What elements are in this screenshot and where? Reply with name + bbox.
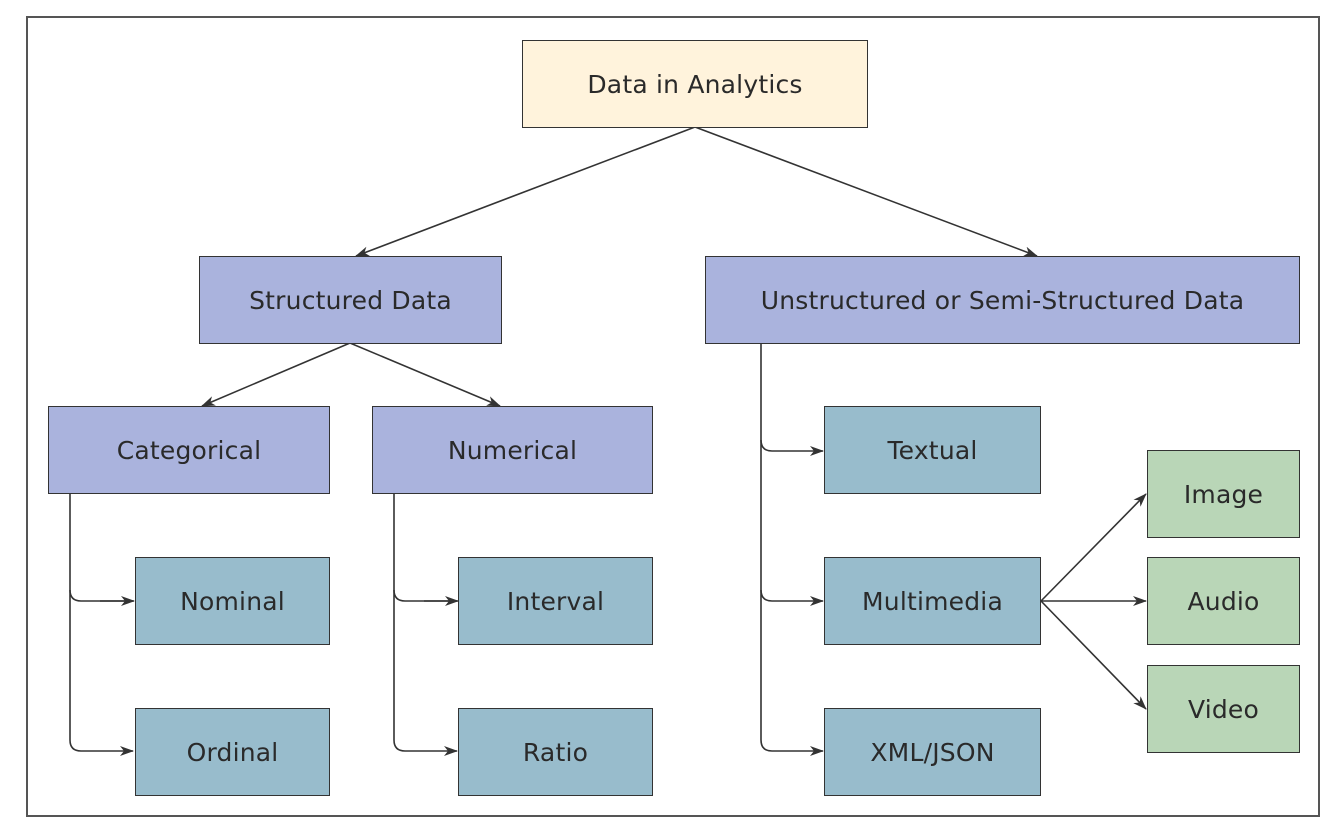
node-textual: Textual <box>824 406 1041 494</box>
edge-multimedia-video <box>1040 600 1147 710</box>
node-ratio: Ratio <box>458 708 653 796</box>
node-categorical: Categorical <box>48 406 330 494</box>
edge-structured-numerical <box>349 342 501 407</box>
node-xml-json: XML/JSON <box>824 708 1041 796</box>
edge-unstructured-children <box>760 343 824 456</box>
node-audio: Audio <box>1147 557 1300 645</box>
node-structured-data: Structured Data <box>199 256 502 344</box>
edge-numerical-children <box>393 493 457 602</box>
node-data-in-analytics: Data in Analytics <box>522 40 868 128</box>
node-video: Video <box>1147 665 1300 753</box>
node-image: Image <box>1147 450 1300 538</box>
node-nominal: Nominal <box>135 557 330 645</box>
edge-categorical-children <box>69 493 133 602</box>
edge-structured-categorical <box>201 342 351 407</box>
edge-multimedia-image <box>1040 493 1147 602</box>
node-multimedia: Multimedia <box>824 557 1041 645</box>
node-unstructured-data: Unstructured or Semi-Structured Data <box>705 256 1300 344</box>
edge-root-structured <box>355 126 696 257</box>
edge-root-unstructured <box>694 126 1038 257</box>
node-ordinal: Ordinal <box>135 708 330 796</box>
node-numerical: Numerical <box>372 406 653 494</box>
node-interval: Interval <box>458 557 653 645</box>
